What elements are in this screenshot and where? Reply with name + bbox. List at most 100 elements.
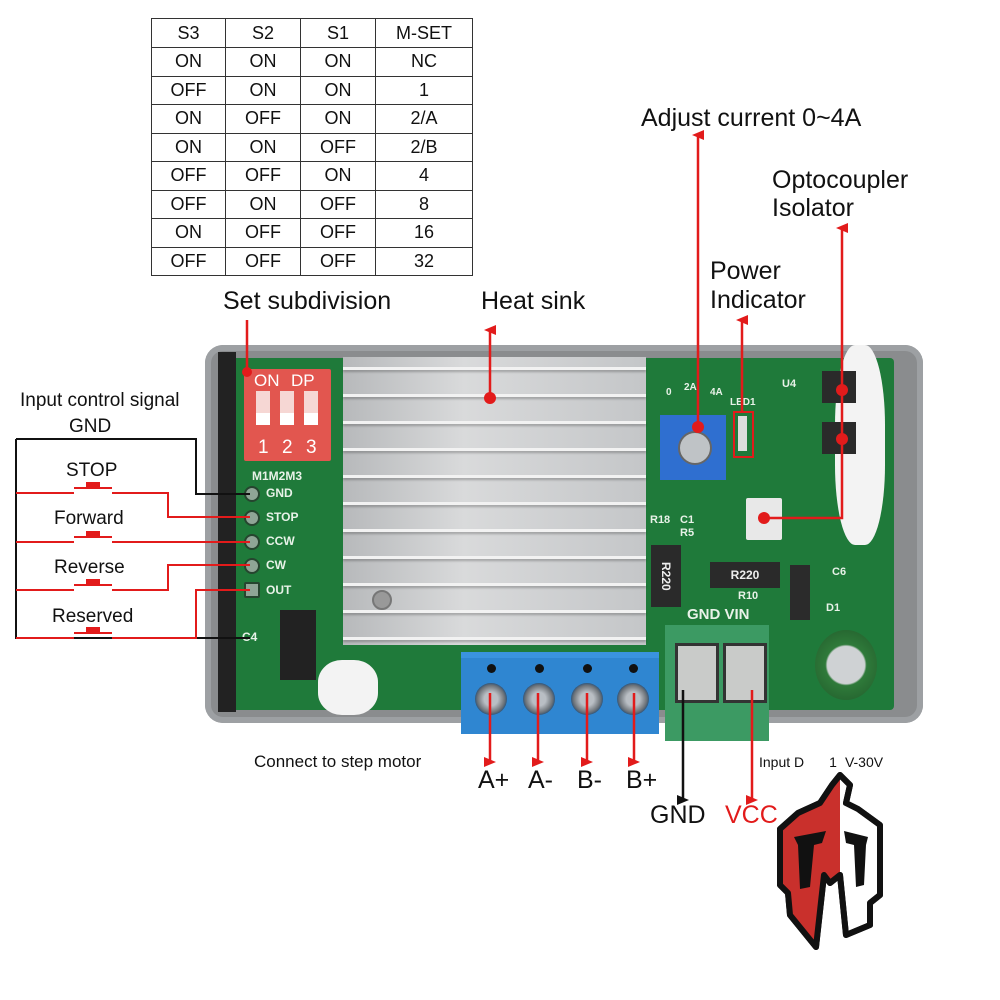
terminal-label-b-plus: B+ <box>626 766 658 794</box>
pin-label-cw: CW <box>266 558 286 572</box>
dip-number-1: 1 <box>258 437 269 458</box>
table-cell: OFF <box>300 132 376 162</box>
table-cell: 8 <box>375 189 473 219</box>
table-cell: OFF <box>225 161 301 191</box>
pot-scale-low: 0 <box>666 387 672 398</box>
heat-sink-label: Heat sink <box>481 287 586 315</box>
leader-optocoupler <box>764 223 848 520</box>
gnd-wire-label: GND <box>650 801 706 829</box>
header-s2: S2 <box>225 18 301 48</box>
switch-reverse <box>74 579 112 586</box>
power-indicator-label-line2: Indicator <box>710 286 806 314</box>
switch-label-reserved: Reserved <box>52 606 134 627</box>
pot-scale-mid: 2A <box>684 382 697 393</box>
heat-sink <box>343 357 646 645</box>
dip-on-label: ON <box>254 371 280 390</box>
dip-number-2: 2 <box>282 437 293 458</box>
ref-r18: R18 <box>650 514 671 526</box>
m-labels: M1M2M3 <box>252 469 303 483</box>
dot-opto-u4 <box>836 384 848 396</box>
heatsink-fin <box>343 448 646 451</box>
heatsink-fin <box>343 502 646 505</box>
terminal-label-a-minus: A- <box>528 766 553 794</box>
input-dc-suffix: V-30V <box>844 754 884 770</box>
shunt-resistor-r10: R220 <box>710 562 780 588</box>
table-cell: ON <box>225 132 301 162</box>
dot-pot <box>692 421 704 433</box>
power-terminal-label: GND VIN <box>687 606 750 623</box>
dip-switch[interactable]: ON DP 1 2 3 <box>244 369 331 461</box>
wire-reverse <box>112 564 250 591</box>
input-gnd-label: GND <box>69 416 112 437</box>
glue-blob <box>318 660 378 715</box>
wire-reserved <box>112 589 250 639</box>
input-dc-mid: 1 <box>829 754 837 770</box>
wire-stop <box>112 492 250 518</box>
ref-r10: R10 <box>738 590 759 602</box>
pin-label-out: OUT <box>266 583 292 597</box>
adjust-current-label: Adjust current 0~4A <box>641 104 862 132</box>
dip-switch-3[interactable] <box>304 391 318 425</box>
dot-dip <box>242 367 252 377</box>
input-dc-label: Input D 1 V-30V <box>759 755 883 769</box>
table-cell: OFF <box>225 104 301 134</box>
connect-step-motor-label: Connect to step motor <box>254 752 422 771</box>
header-s3: S3 <box>151 18 226 48</box>
vcc-wire-label: VCC <box>725 801 778 829</box>
table-cell: OFF <box>300 246 376 276</box>
heatsink-fin <box>343 421 646 424</box>
table-cell: ON <box>225 75 301 105</box>
table-cell: OFF <box>151 246 226 276</box>
table-cell: 1 <box>375 75 473 105</box>
table-cell: OFF <box>151 75 226 105</box>
power-led <box>738 416 747 451</box>
switch-reserved <box>74 627 112 634</box>
table-cell: OFF <box>300 218 376 248</box>
terminal-label-a-plus: A+ <box>478 766 510 794</box>
driver-chip <box>280 610 316 680</box>
table-cell: ON <box>151 104 226 134</box>
heatsink-fin <box>343 367 646 370</box>
heatsink-fin <box>343 637 646 640</box>
table-cell: OFF <box>225 246 301 276</box>
heatsink-fin <box>343 583 646 586</box>
dot-opto-isolator <box>758 512 770 524</box>
switch-forward <box>74 531 112 538</box>
spartan-helmet-logo <box>777 772 883 950</box>
input-dc-prefix: Input D <box>759 754 805 770</box>
current-potentiometer[interactable] <box>660 415 726 480</box>
ref-u4: U4 <box>782 378 797 390</box>
set-subdivision-label: Set subdivision <box>223 287 392 315</box>
dip-switch-2[interactable] <box>280 391 294 425</box>
optocoupler-label-line2: Isolator <box>772 194 854 222</box>
ref-c1: C1 <box>680 514 695 526</box>
enclosure-inner-wall <box>218 352 236 712</box>
pin-label-gnd: GND <box>266 486 293 500</box>
table-cell: ON <box>300 47 376 77</box>
dip-number-3: 3 <box>306 437 317 458</box>
pot-scale-high: 4A <box>710 387 723 398</box>
heatsink-fin <box>343 475 646 478</box>
dip-switch-1[interactable] <box>256 391 270 425</box>
terminal-label-b-minus: B- <box>577 766 602 794</box>
diode-d1 <box>790 565 810 620</box>
dot-heatsink <box>484 392 496 404</box>
power-slot-vin[interactable] <box>723 643 767 703</box>
wire-common-left <box>15 439 250 639</box>
dip-dp-label: DP <box>291 371 315 390</box>
ref-d1: D1 <box>826 602 841 614</box>
table-cell: 16 <box>375 218 473 248</box>
electrolytic-capacitor <box>815 630 877 700</box>
table-cell: ON <box>151 218 226 248</box>
table-header-row: S3 S2 S1 M-SET <box>151 18 473 48</box>
optocoupler-label-line1: Optocoupler <box>772 166 909 194</box>
ref-c6: C6 <box>832 566 847 578</box>
dot-opto-u3 <box>836 433 848 445</box>
ref-r5: R5 <box>680 527 695 539</box>
shunt-resistor-1: R220 <box>651 545 681 607</box>
